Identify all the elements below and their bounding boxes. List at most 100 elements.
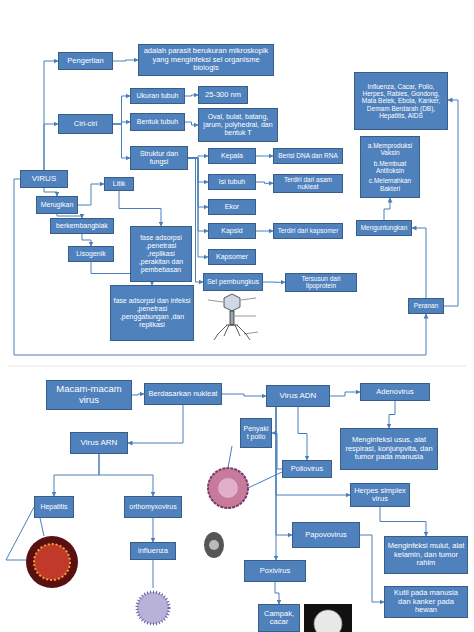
concept-box: Sel pembungkus [203, 273, 263, 291]
concept-box: Terdiri dari kapsomer [273, 223, 343, 239]
influenza-image [137, 592, 169, 624]
node-text: orthomyxovirus [127, 503, 179, 511]
node-text: fase adsorpsi dan infeksi ,penetrasi ,pe… [113, 297, 191, 328]
connector [78, 184, 104, 205]
concept-box: fase adsorpsi ,penetrasi ,replikasi ,per… [130, 226, 192, 282]
concept-box: Kepala [208, 148, 256, 164]
concept-box: fase adsorpsi dan infeksi ,penetrasi ,pe… [110, 285, 194, 341]
node-text: Litik [107, 180, 131, 188]
node-text: Tersusun dari lipoprotein [288, 275, 354, 290]
concept-box: Virus ARN [70, 432, 128, 454]
node-text: a.Memproduksi Vaksin [363, 142, 417, 157]
concept-box: Poxivirus [244, 560, 306, 582]
node-text: Kapsid [211, 227, 253, 235]
concept-box: Menginfeksi mulut, alat kelamin, dan tum… [384, 536, 468, 574]
concept-box: Terdiri dari asam nukleat [273, 174, 343, 193]
node-text: Berdasarkan nukleat [147, 390, 219, 398]
leader-line [244, 332, 258, 334]
connector [153, 518, 154, 542]
connector [256, 231, 273, 232]
node-text: Poliovirus [285, 465, 329, 473]
connector [412, 228, 426, 298]
leader-line [228, 446, 232, 468]
connector [113, 96, 130, 124]
node-text: Virus ADN [269, 392, 327, 401]
concept-box: influenza [130, 542, 176, 560]
node-text: Kutil pada manusia dan kanker pada hewan [387, 589, 465, 614]
node-text: VIRUS [23, 175, 65, 184]
phage-plate [226, 325, 238, 326]
node-text: Virus ARN [73, 439, 125, 448]
node-text: Campak, cacar [261, 610, 297, 627]
concept-box: Penyakit polio [240, 418, 272, 448]
concept-box: Macam-macam virus [46, 380, 132, 410]
concept-box: 25-300 nm [198, 86, 248, 104]
connector [185, 122, 198, 125]
connector [128, 405, 183, 443]
connector [275, 582, 279, 604]
concept-box: Kapsid [208, 223, 256, 239]
phage-illustration [208, 294, 258, 340]
node-text: fase adsorpsi ,penetrasi ,replikasi ,per… [133, 234, 189, 273]
connector [82, 234, 91, 246]
concept-box: Bentuk tubuh [130, 113, 185, 131]
herpes-image [209, 540, 219, 550]
papovovirus-image [314, 610, 342, 632]
connector [444, 100, 458, 306]
node-text: Struktur dan fungsi [133, 150, 185, 166]
connector [222, 394, 266, 396]
node-text: c.Melemahkan Bakteri [363, 177, 417, 192]
leader-line [40, 518, 44, 536]
poliovirus-image [218, 478, 238, 498]
phage-legs [214, 325, 250, 340]
concept-box: Oval, bulat, batang, jarum, polyhedral, … [198, 108, 278, 142]
concept-box: VIRUS [20, 170, 68, 188]
connector [113, 124, 130, 158]
concept-box: Ukuran tubuh [130, 88, 185, 104]
connector [298, 407, 307, 460]
concept-box: Isi tubuh [208, 174, 256, 190]
node-text: Influenza, Cacar, Polio, Herpes, Rabies,… [357, 83, 445, 119]
poliovirus-image [208, 468, 248, 508]
concept-box: a.Memproduksi Vaksinb.Membuat Antitoksin… [360, 136, 420, 198]
herpes-image [204, 532, 224, 558]
concept-box: Herpes simplex virus [350, 483, 410, 507]
node-text: Ukuran tubuh [133, 92, 182, 100]
connector [14, 179, 426, 355]
connector [389, 401, 395, 428]
concept-box: Berdasarkan nukleat [144, 383, 222, 405]
section-divider [8, 366, 466, 367]
concept-box: Merugikan [36, 196, 78, 214]
node-text: Hepatitis [37, 503, 71, 511]
connector [360, 535, 384, 602]
node-text: Pengertian [61, 57, 110, 65]
connector [276, 407, 350, 495]
node-text: Kepala [211, 152, 253, 160]
node-text: Ekor [211, 203, 253, 211]
node-text: Adenovirus [363, 388, 427, 396]
concept-box: Ciri-ciri [58, 114, 113, 134]
node-text: Terdiri dari kapsomer [276, 227, 340, 234]
node-text: Menguntungkan [359, 224, 409, 231]
connector [185, 95, 198, 96]
node-text: Oval, bulat, batang, jarum, polyhedral, … [201, 113, 275, 136]
leader-line [235, 316, 256, 317]
connector [99, 454, 153, 496]
node-text: adalah parasit berukuran mikroskopik yan… [141, 47, 271, 72]
connector [380, 507, 426, 536]
node-text: Peranan [411, 302, 441, 309]
connector [132, 394, 144, 395]
leader-line [153, 560, 154, 588]
node-text: Isi tubuh [211, 178, 253, 186]
concept-box: berkembangbiak [50, 218, 114, 234]
node-text: Papovovirus [295, 531, 357, 539]
connector [384, 198, 390, 220]
leader-line [6, 560, 26, 561]
leader-line [248, 472, 282, 488]
node-text: Sel pembungkus [206, 278, 260, 286]
phage-tail [230, 311, 234, 325]
node-text: Menginfeksi usus, alat respirasi, konjun… [343, 436, 435, 461]
node-text: Lisogenik [71, 250, 111, 258]
node-text: Menginfeksi mulut, alat kelamin, dan tum… [387, 542, 465, 567]
node-text: Herpes simplex virus [353, 487, 407, 504]
